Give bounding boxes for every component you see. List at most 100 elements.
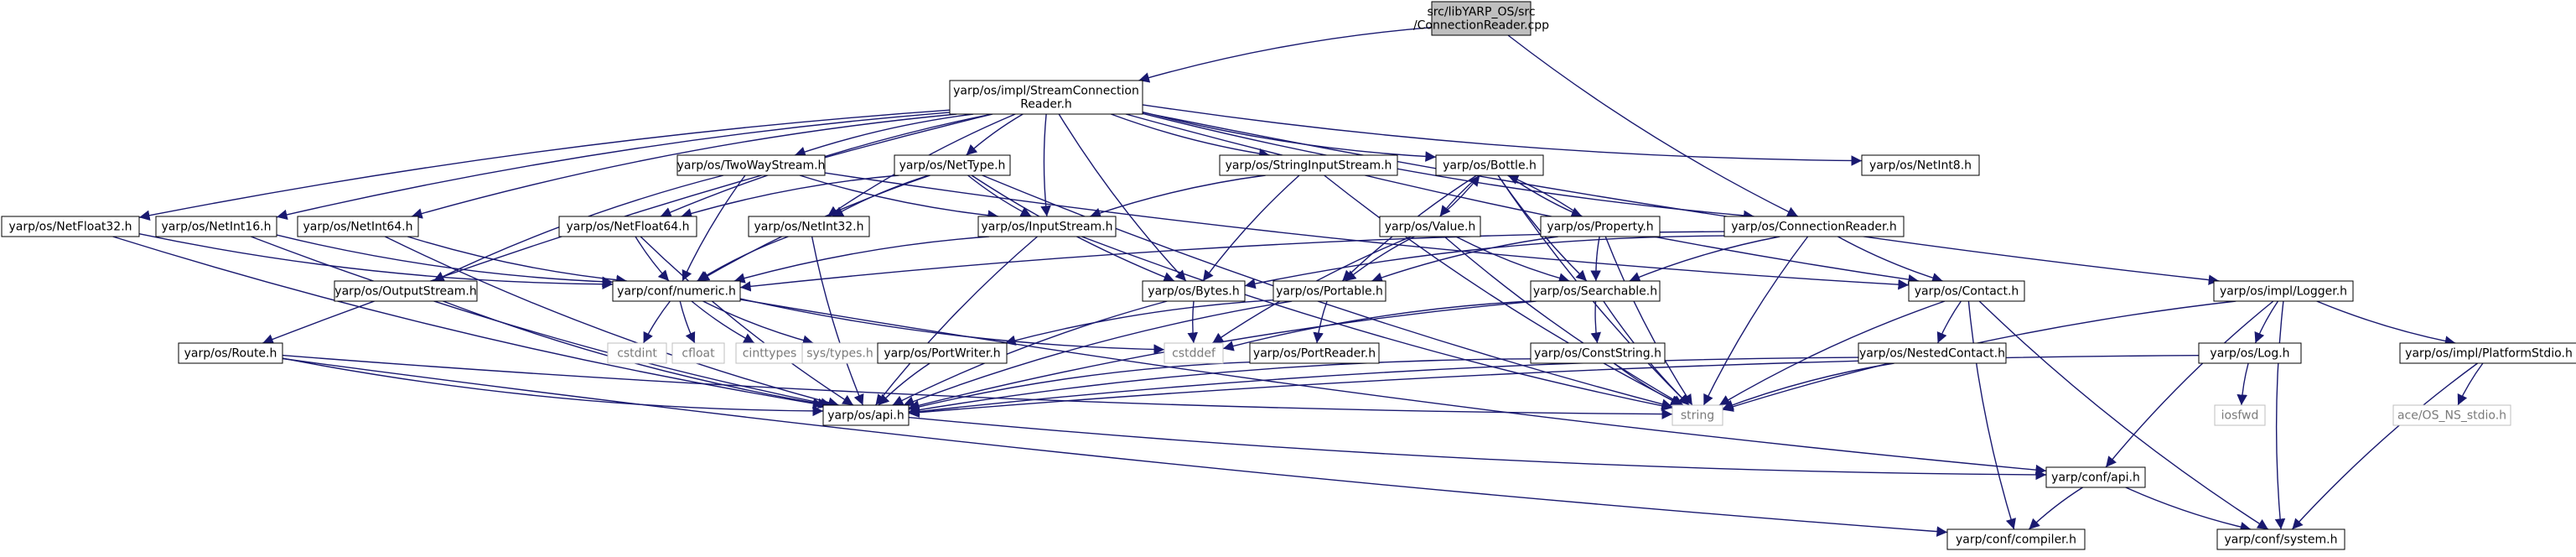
- edge-scr-to-inputstream: [1040, 113, 1051, 217]
- node-box: [894, 154, 1011, 176]
- edge-confapi-to-system: [2125, 487, 2252, 533]
- node-iosfwd: iosfwd: [2214, 404, 2266, 426]
- edge-logger-to-system: [2274, 300, 2286, 530]
- edge-scr-to-netint8: [1142, 104, 1863, 166]
- node-box: [2216, 528, 2345, 550]
- node-cinttypes: cinttypes: [735, 342, 804, 364]
- node-label: yarp/os/Route.h: [184, 347, 277, 361]
- node-netint64[interactable]: yarp/os/NetInt64.h: [297, 216, 419, 237]
- edge-stringin-to-string: [1324, 174, 1682, 406]
- node-netint8[interactable]: yarp/os/NetInt8.h: [1861, 154, 1980, 176]
- node-label: yarp/os/NetType.h: [899, 159, 1006, 173]
- edge-inputstream-to-numeric: [733, 236, 990, 284]
- node-box: [1908, 280, 2025, 302]
- node-system[interactable]: yarp/conf/system.h: [2216, 528, 2345, 550]
- node-portable[interactable]: yarp/os/Portable.h: [1272, 280, 1386, 302]
- node-inputstream[interactable]: yarp/os/InputStream.h: [977, 216, 1117, 237]
- edge-searchable-to-conststring: [1590, 300, 1601, 344]
- edge-property-to-portable: [1371, 236, 1558, 283]
- edge-connreader-to-contact: [1837, 236, 1943, 284]
- node-label: yarp/os/api.h: [827, 409, 904, 423]
- node-portwriter[interactable]: yarp/os/PortWriter.h: [877, 342, 1008, 364]
- node-box: [178, 342, 283, 364]
- edge-inputstream-to-string: [1081, 236, 1673, 411]
- edge-netint32-to-osapi: [811, 236, 864, 406]
- node-cstddef: cstddef: [1164, 342, 1224, 364]
- node-nestedcontact[interactable]: yarp/os/NestedContact.h: [1858, 342, 2007, 364]
- node-netfloat32[interactable]: yarp/os/NetFloat32.h: [1, 216, 140, 237]
- node-log[interactable]: yarp/os/Log.h: [2198, 342, 2302, 364]
- edge-portreader-to-osapi: [908, 362, 1251, 413]
- node-box: [1540, 216, 1661, 237]
- edge-twoway-to-numeric: [682, 174, 746, 282]
- node-box: [1723, 216, 1905, 237]
- node-nettype[interactable]: yarp/os/NetType.h: [894, 154, 1011, 176]
- edge-scr-to-connreader: [1142, 112, 1754, 221]
- node-label: yarp/os/Bytes.h: [1148, 285, 1239, 299]
- node-bottle[interactable]: yarp/os/Bottle.h: [1435, 154, 1544, 176]
- edge-netint32-to-numeric: [697, 236, 789, 282]
- node-netint32[interactable]: yarp/os/NetInt32.h: [748, 216, 870, 237]
- node-netint16[interactable]: yarp/os/NetInt16.h: [155, 216, 277, 237]
- edge-nettype-to-string: [982, 174, 1673, 409]
- edge-conststring-to-string: [1613, 362, 1682, 406]
- edge-netfloat64-to-numeric: [635, 236, 670, 282]
- node-outputstream[interactable]: yarp/os/OutputStream.h: [334, 280, 478, 302]
- node-logger[interactable]: yarp/os/impl/Logger.h: [2213, 280, 2354, 302]
- node-compiler[interactable]: yarp/conf/compiler.h: [1946, 528, 2086, 550]
- node-box: [2213, 280, 2354, 302]
- edge-netint64-to-osapi: [384, 236, 839, 408]
- edge-portwriter-to-osapi: [878, 362, 930, 406]
- node-bytes[interactable]: yarp/os/Bytes.h: [1142, 280, 1246, 302]
- node-root[interactable]: src/libYARP_OS/src/ConnectionReader.cpp: [1413, 1, 1549, 36]
- edge-netfloat64-to-osapi: [640, 236, 854, 406]
- node-numeric[interactable]: yarp/conf/numeric.h: [612, 280, 741, 302]
- node-label: yarp/conf/system.h: [2225, 534, 2338, 547]
- edge-scr-to-stringin: [1111, 113, 1270, 159]
- node-portreader[interactable]: yarp/os/PortReader.h: [1249, 342, 1380, 364]
- edge-scr-to-twoway: [794, 113, 974, 157]
- node-confapi[interactable]: yarp/conf/api.h: [2045, 466, 2146, 488]
- edge-numeric-to-cinttypes: [691, 300, 755, 344]
- edge-property-to-bottle: [1507, 174, 1583, 217]
- node-searchable[interactable]: yarp/os/Searchable.h: [1530, 280, 1661, 302]
- node-label: yarp/os/Portable.h: [1276, 285, 1383, 299]
- node-value[interactable]: yarp/os/Value.h: [1379, 216, 1481, 237]
- node-connreader[interactable]: yarp/os/ConnectionReader.h: [1723, 216, 1905, 237]
- edge-portable-to-portwriter: [1004, 299, 1274, 346]
- edge-scr-to-contact: [1125, 113, 1920, 285]
- edge-root-to-connreader: [1507, 34, 1799, 217]
- node-label: yarp/os/NetInt8.h: [1869, 159, 1972, 173]
- node-label: yarp/os/NestedContact.h: [1859, 347, 2005, 361]
- edge-nestedcontact-to-osapi: [908, 357, 1859, 417]
- node-label: yarp/os/InputStream.h: [981, 221, 1112, 234]
- edge-platformstdio-to-system: [2291, 362, 2479, 530]
- node-netfloat64[interactable]: yarp/os/NetFloat64.h: [558, 216, 697, 237]
- edge-netint16-to-osapi: [251, 236, 832, 409]
- node-cfloat: cfloat: [671, 342, 725, 364]
- edge-scr-to-netint64: [411, 113, 957, 219]
- edge-netfloat32-to-osapi: [112, 236, 824, 409]
- edge-numeric-to-systypes: [702, 300, 814, 346]
- node-twoway[interactable]: yarp/os/TwoWayStream.h: [676, 154, 826, 176]
- node-osapi[interactable]: yarp/os/api.h: [822, 404, 910, 426]
- node-box: [2399, 342, 2576, 364]
- edge-scr-to-netint16: [276, 112, 951, 221]
- node-stringin[interactable]: yarp/os/StringInputStream.h: [1219, 154, 1398, 176]
- node-contact[interactable]: yarp/os/Contact.h: [1908, 280, 2025, 302]
- edge-route-to-osapi: [282, 357, 824, 417]
- edge-route-to-compiler: [282, 357, 1948, 537]
- node-label: iosfwd: [2221, 409, 2259, 423]
- node-box: [1249, 342, 1380, 364]
- node-box: [1379, 216, 1481, 237]
- node-box: [949, 80, 1143, 115]
- node-box: [1530, 280, 1661, 302]
- node-label: yarp/os/Value.h: [1385, 221, 1476, 234]
- node-conststring[interactable]: yarp/os/ConstString.h: [1530, 342, 1666, 364]
- node-box: [1858, 342, 2007, 364]
- node-platformstdio[interactable]: yarp/os/impl/PlatformStdio.h: [2399, 342, 2576, 364]
- node-route[interactable]: yarp/os/Route.h: [178, 342, 283, 364]
- node-property[interactable]: yarp/os/Property.h: [1540, 216, 1661, 237]
